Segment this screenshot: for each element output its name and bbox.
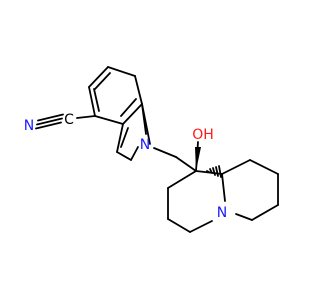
pyrrole-bond-2	[116, 151, 132, 161]
qz-right-4	[251, 204, 279, 221]
atom-labels: N C N OH N	[24, 112, 227, 221]
benzene-double-2	[120, 98, 137, 117]
benzene-double-3	[93, 88, 100, 112]
hydroxyl-label: OH	[192, 127, 214, 143]
benzene-bond-2	[88, 66, 109, 88]
n-ch2-bond	[153, 147, 177, 158]
ch2-quaternary-bond	[175, 156, 197, 172]
nitrile-n-label: N	[24, 118, 34, 134]
bonds	[35, 66, 279, 233]
benzene-bond-5	[122, 103, 143, 125]
nitrile-bond-3	[37, 113, 64, 122]
nitrile-to-ring-bond	[76, 115, 96, 119]
pyrrole-double	[120, 127, 129, 148]
benzene-bond-3	[107, 66, 136, 77]
qz-left-3	[167, 218, 191, 233]
nitrile-bond-2	[35, 121, 62, 130]
qz-right-2	[249, 159, 279, 175]
qz-right-5	[235, 213, 253, 221]
pyrrole-bond-3	[130, 146, 139, 161]
quinolizidine-n-label: N	[217, 205, 227, 221]
indole-n-label: N	[140, 137, 150, 153]
benzene-bond-6	[94, 115, 124, 125]
qz-left-4	[189, 220, 213, 233]
nitrile-c-label: C	[64, 112, 74, 128]
benzene-bond-4	[134, 75, 143, 105]
nitrile-bond-1	[36, 117, 63, 126]
qz-left-5	[221, 173, 226, 202]
stereo-hash-wedge	[206, 165, 222, 178]
molecule-structure: N C N OH N	[24, 66, 279, 233]
qz-right-1	[221, 159, 251, 175]
qz-left-1	[167, 170, 197, 189]
stereo-solid-wedge	[195, 147, 201, 171]
pyrrole-bond-5	[141, 103, 147, 135]
benzene-double-1	[94, 72, 111, 90]
benzene-bond-1	[88, 86, 96, 117]
pyrrole-bond-1	[116, 123, 124, 153]
